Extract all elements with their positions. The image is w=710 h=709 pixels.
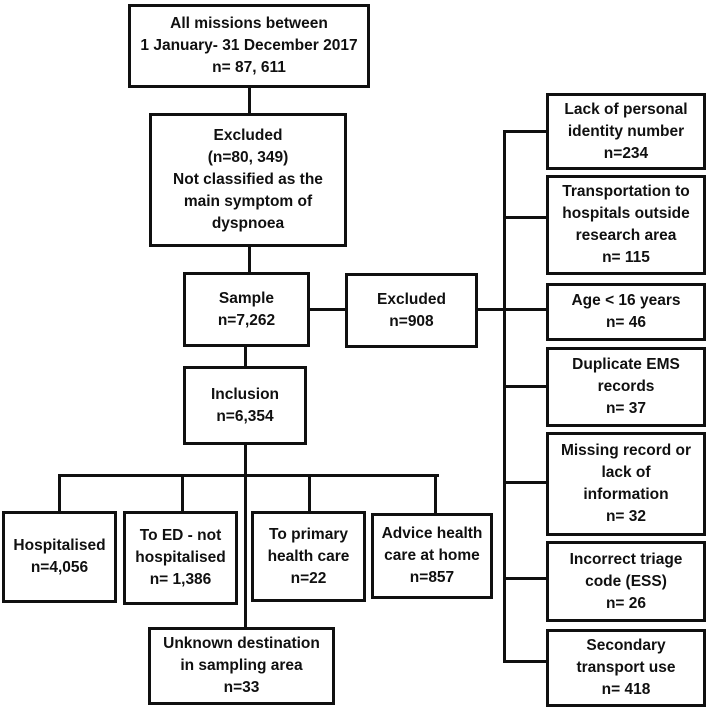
box-incorrect-triage-code-text: Incorrect triage code (ESS) n= 26 <box>569 550 683 612</box>
connector-line <box>58 474 439 477</box>
box-all-missions: All missions between 1 January- 31 Decem… <box>128 4 370 88</box>
box-excluded-908: Excluded n=908 <box>345 273 478 348</box>
box-unknown-destination: Unknown destination in sampling area n=3… <box>148 627 335 705</box>
box-to-ed-not-hospitalised: To ED - not hospitalised n= 1,386 <box>123 511 238 605</box>
connector-line <box>503 130 546 133</box>
connector-line <box>503 660 546 663</box>
box-lack-identity-number: Lack of personal identity number n=234 <box>546 93 706 170</box>
connector-line <box>308 474 311 513</box>
connector-line <box>434 474 437 515</box>
connector-line <box>181 474 184 513</box>
connector-line <box>503 130 506 663</box>
box-duplicate-ems-records-text: Duplicate EMS records n= 37 <box>572 356 680 417</box>
box-age-under-16: Age < 16 years n= 46 <box>546 283 706 341</box>
connector-line <box>503 216 546 219</box>
box-secondary-transport: Secondary transport use n= 418 <box>546 629 706 707</box>
connector-line <box>58 474 61 513</box>
connector-line <box>244 443 247 477</box>
box-to-ed-not-hospitalised-text: To ED - not hospitalised n= 1,386 <box>135 527 226 588</box>
connector-line <box>248 245 251 274</box>
box-hospitalised-text: Hospitalised n=4,056 <box>13 537 106 576</box>
box-duplicate-ems-records: Duplicate EMS records n= 37 <box>546 347 706 427</box>
box-hospitalised: Hospitalised n=4,056 <box>2 511 117 603</box>
box-inclusion-text: Inclusion n=6,354 <box>210 385 280 425</box>
box-sample: Sample n=7,262 <box>183 272 310 347</box>
connector-line <box>248 87 251 115</box>
box-missing-record: Missing record or lack of information n=… <box>546 432 706 536</box>
box-incorrect-triage-code: Incorrect triage code (ESS) n= 26 <box>546 541 706 622</box>
box-to-primary-health-care-text: To primary health care n=22 <box>267 525 350 587</box>
box-excluded-dyspnoea-text: Excluded (n=80, 349) Not classified as t… <box>173 127 323 232</box>
connector-line <box>244 345 247 368</box>
box-secondary-transport-text: Secondary transport use n= 418 <box>576 637 676 698</box>
box-transport-outside-area: Transportation to hospitals outside rese… <box>546 175 706 275</box>
box-transport-outside-area-text: Transportation to hospitals outside rese… <box>562 183 690 266</box>
connector-line <box>310 308 345 311</box>
connector-line <box>503 481 546 484</box>
connector-line <box>503 577 546 580</box>
box-all-missions-text: All missions between 1 January- 31 Decem… <box>140 15 358 76</box>
box-sample-text: Sample n=7,262 <box>217 289 276 329</box>
box-advice-health-care-home-text: Advice health care at home n=857 <box>381 525 483 586</box>
box-excluded-dyspnoea: Excluded (n=80, 349) Not classified as t… <box>149 113 347 247</box>
box-age-under-16-text: Age < 16 years n= 46 <box>571 292 681 331</box>
box-to-primary-health-care: To primary health care n=22 <box>251 511 366 602</box>
box-inclusion: Inclusion n=6,354 <box>183 366 307 445</box>
connector-line <box>478 308 546 311</box>
box-advice-health-care-home: Advice health care at home n=857 <box>371 513 493 599</box>
box-missing-record-text: Missing record or lack of information n=… <box>560 442 692 525</box>
box-excluded-908-text: Excluded n=908 <box>377 290 446 330</box>
box-lack-identity-number-text: Lack of personal identity number n=234 <box>564 100 688 162</box>
connector-line <box>244 474 247 629</box>
connector-line <box>503 385 546 388</box>
box-unknown-destination-text: Unknown destination in sampling area n=3… <box>163 635 320 696</box>
